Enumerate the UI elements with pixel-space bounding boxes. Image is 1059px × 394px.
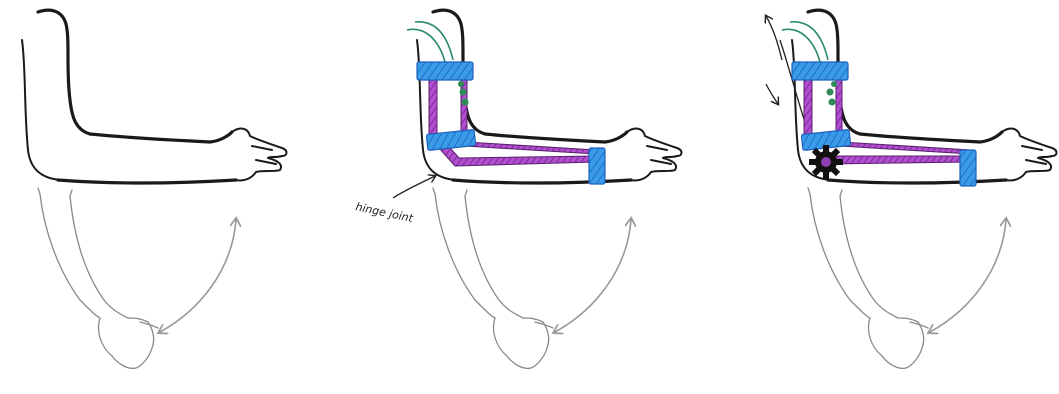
upper-arm-brace-rear bbox=[836, 78, 842, 138]
control-wires bbox=[782, 22, 828, 62]
panel-motorized-arm bbox=[766, 10, 1057, 368]
wrist-strap bbox=[960, 150, 976, 186]
panel-braced-arm: hinge joint bbox=[354, 10, 681, 368]
sensor-pads bbox=[827, 81, 838, 106]
arm-raised bbox=[22, 10, 287, 183]
control-wires bbox=[407, 22, 453, 62]
upper-strap bbox=[792, 62, 848, 80]
hinge-joint-pointer bbox=[393, 176, 435, 198]
arm-lowered-ghost bbox=[433, 188, 631, 368]
arm-lowered-ghost bbox=[38, 188, 236, 368]
upper-arm-brace bbox=[804, 78, 812, 138]
hinge-joint-label: hinge joint bbox=[354, 200, 414, 225]
cable-pull-arrow-up bbox=[766, 16, 782, 60]
arm-lowered-ghost bbox=[808, 188, 1006, 368]
cable-pull-arrow-down bbox=[766, 84, 778, 104]
upper-arm-brace-rear bbox=[461, 78, 467, 138]
panel-bare-arm bbox=[22, 10, 287, 368]
motor-gear-icon bbox=[809, 145, 843, 179]
wrist-strap bbox=[589, 148, 605, 184]
upper-arm-brace bbox=[429, 78, 437, 138]
upper-strap bbox=[417, 62, 473, 80]
forearm-brace bbox=[826, 156, 970, 164]
